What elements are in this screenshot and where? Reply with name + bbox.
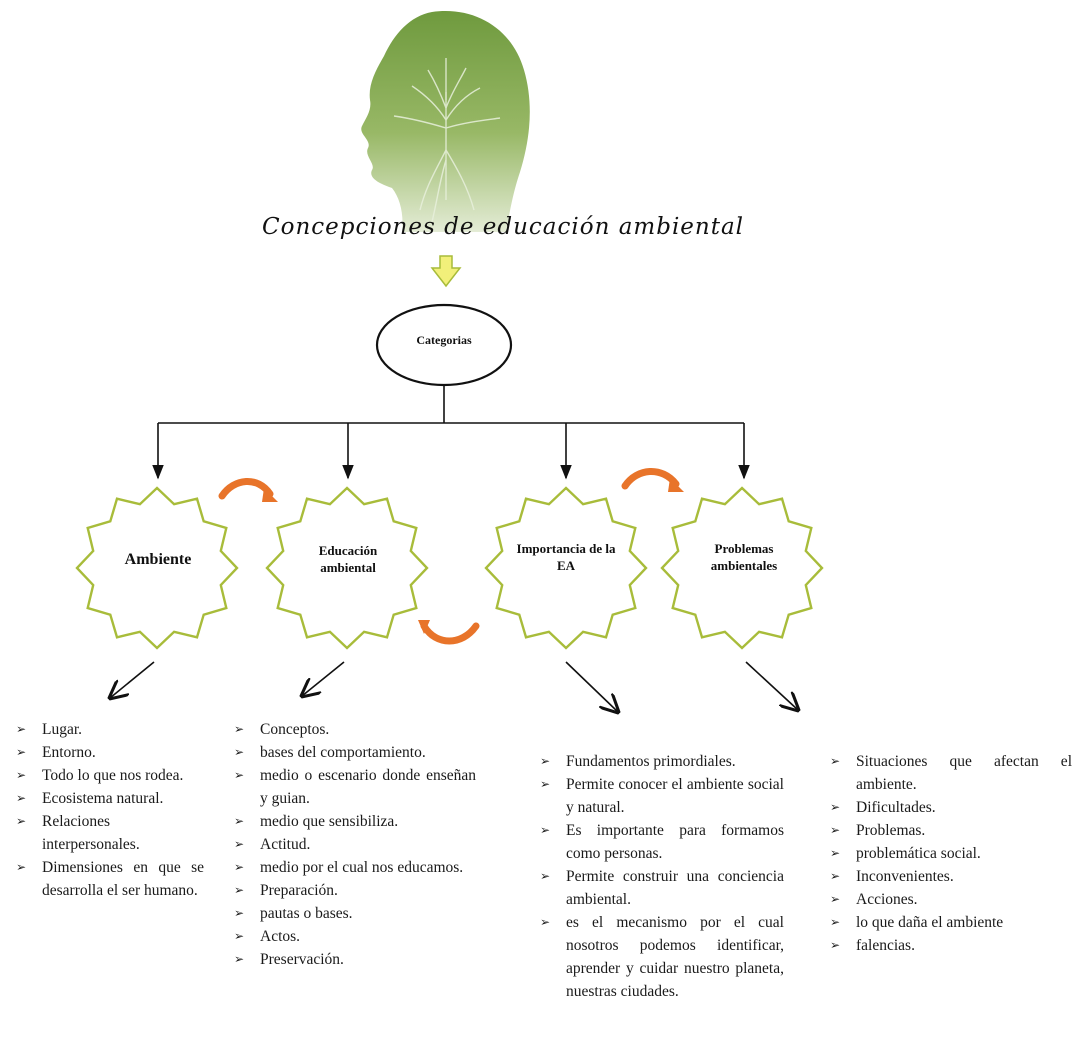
category-seals xyxy=(75,486,824,650)
list-item: medio que sensibiliza. xyxy=(232,810,476,833)
category-label-educacion-ambiental: Educación ambiental xyxy=(318,543,378,575)
curved-arrow-icon xyxy=(621,468,680,490)
down-arrow-icon xyxy=(430,255,462,288)
seal-importancia xyxy=(484,486,648,650)
list-ambiente: Lugar. Entorno. Todo lo que nos rodea. E… xyxy=(14,718,204,902)
list-item: Ecosistema natural. xyxy=(14,787,204,810)
list-importancia: Fundamentos primordiales. Permite conoce… xyxy=(538,750,784,1003)
list-item: es el mecanismo por el cual nosotros pod… xyxy=(538,911,784,1003)
list-item: Dificultades. xyxy=(828,796,1072,819)
list-educacion-ambiental: Conceptos. bases del comportamiento. med… xyxy=(232,718,476,971)
list-item: Conceptos. xyxy=(232,718,476,741)
list-item: Situaciones que afectan el ambiente. xyxy=(828,750,1072,796)
list-item: Actitud. xyxy=(232,833,476,856)
head-tree-illustration xyxy=(361,11,530,233)
list-item: Acciones. xyxy=(828,888,1072,911)
list-item: Permite conocer el ambiente social y nat… xyxy=(538,773,784,819)
list-item: Fundamentos primordiales. xyxy=(538,750,784,773)
diagram-title: Concepciones de educación ambiental xyxy=(262,214,745,240)
list-item: Preservación. xyxy=(232,948,476,971)
list-item: Entorno. xyxy=(14,741,204,764)
list-item: Actos. xyxy=(232,925,476,948)
list-item: problemática social. xyxy=(828,842,1072,865)
list-item: Problemas. xyxy=(828,819,1072,842)
list-pointer-arrows xyxy=(110,661,798,712)
connector-lines xyxy=(152,385,750,480)
arrowhead-icon xyxy=(668,478,684,492)
category-label-problemas: Problemas ambientales xyxy=(710,541,778,573)
list-item: lo que daña el ambiente xyxy=(828,911,1072,934)
arrowhead-icon xyxy=(418,620,430,634)
curved-arrow-icon xyxy=(218,478,274,500)
list-item: falencias. xyxy=(828,934,1072,957)
list-item: Inconvenientes. xyxy=(828,865,1072,888)
curved-arrow-icon xyxy=(420,622,480,645)
list-item: Dimensiones en que se desarrolla el ser … xyxy=(14,856,204,902)
list-item: Preparación. xyxy=(232,879,476,902)
cycle-arrows xyxy=(218,468,680,645)
seal-educacion-ambiental xyxy=(265,486,429,650)
list-problemas: Situaciones que afectan el ambiente. Dif… xyxy=(828,750,1072,957)
seal-ambiente xyxy=(75,486,239,650)
category-label-importancia: Importancia de la EA xyxy=(516,541,616,573)
list-item: Permite construir una conciencia ambient… xyxy=(538,865,784,911)
seal-problemas xyxy=(660,486,824,650)
list-item: medio o escenario donde enseñan y guian. xyxy=(232,764,476,810)
list-item: medio por el cual nos educamos. xyxy=(232,856,476,879)
list-item: bases del comportamiento. xyxy=(232,741,476,764)
list-item: Lugar. xyxy=(14,718,204,741)
list-item: pautas o bases. xyxy=(232,902,476,925)
list-item: Todo lo que nos rodea. xyxy=(14,764,204,787)
categorias-label: Categorias xyxy=(416,333,472,347)
category-label-ambiente: Ambiente xyxy=(124,551,192,568)
arrowhead-icon xyxy=(262,488,278,502)
list-item: Es importante para formamos como persona… xyxy=(538,819,784,865)
list-item: Relaciones interpersonales. xyxy=(14,810,204,856)
